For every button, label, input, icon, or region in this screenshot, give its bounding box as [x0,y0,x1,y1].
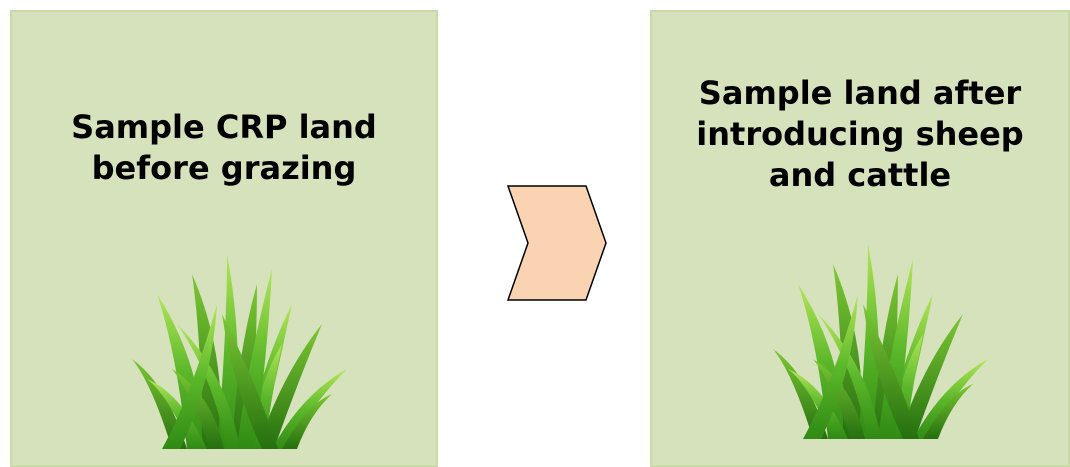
panel-title-after: Sample land after introducing sheep and … [696,74,1024,194]
panel-after-grazing: Sample land after introducing sheep and … [650,10,1070,467]
panel-before-grazing: Sample CRP land before grazing [10,10,438,467]
grass-icon [132,254,347,449]
panel-title-before: Sample CRP land before grazing [71,108,377,187]
arrow-chevron-shape [506,185,607,301]
chevron-right-icon [506,185,607,301]
grass-icon [773,244,988,439]
